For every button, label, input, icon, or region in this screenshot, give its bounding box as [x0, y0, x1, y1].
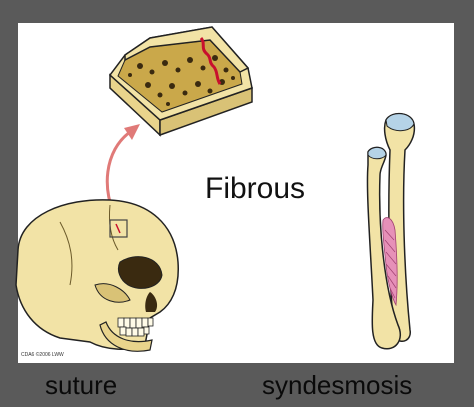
skull-illustration	[15, 199, 179, 352]
teeth	[117, 317, 154, 337]
membrane-fibers	[384, 229, 397, 299]
suture-line	[199, 37, 222, 85]
label-suture: suture	[45, 370, 118, 400]
cancellous-bone-pores	[128, 55, 235, 106]
arrow-head-icon	[124, 124, 140, 140]
diagram-title: Fibrous	[205, 172, 306, 205]
zoom-region-box	[109, 219, 128, 238]
suture-bone-block	[108, 26, 253, 137]
forearm-bones	[366, 112, 416, 350]
label-syndesmosis: syndesmosis	[262, 370, 413, 400]
copyright-note: CDA6 ©2006 LWW	[21, 352, 64, 358]
